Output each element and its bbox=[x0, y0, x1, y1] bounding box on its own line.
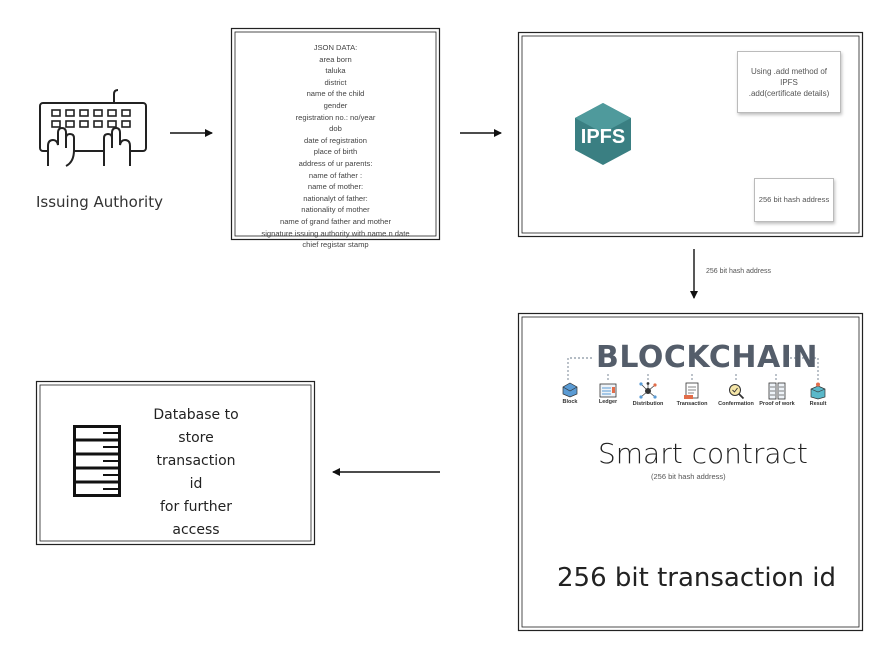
json-line: district bbox=[324, 77, 347, 87]
distribution-network-icon bbox=[639, 382, 657, 399]
blockchain-step-distribution: Distribution bbox=[628, 382, 668, 407]
blockchain-dashed-connectors bbox=[567, 357, 819, 380]
json-data-box: JSON DATA: area born taluka district nam… bbox=[230, 27, 441, 249]
json-line: name of father : bbox=[308, 170, 363, 180]
json-line: address of ur parents: bbox=[298, 158, 373, 168]
blockchain-step-confirmation: Confermation bbox=[716, 382, 756, 407]
transaction-id-label: 256 bit transaction id bbox=[557, 563, 836, 593]
blockchain-title: BLOCKCHAIN bbox=[596, 340, 818, 375]
blockchain-step-label: Confermation bbox=[718, 401, 754, 407]
magnifier-check-icon bbox=[729, 384, 745, 400]
ipfs-logo-icon: IPFS bbox=[575, 103, 631, 165]
json-line: nationality of mother bbox=[301, 205, 370, 215]
servers-icon bbox=[768, 382, 786, 400]
json-line: date of registration bbox=[304, 135, 367, 145]
database-description: Database to store transaction id for fur… bbox=[150, 404, 242, 542]
ipfs-add-method-box: Using .add method of IPFS .add(certifica… bbox=[737, 51, 841, 113]
json-field-list: JSON DATA: area born taluka district nam… bbox=[231, 42, 440, 251]
blockchain-step-label: Transaction bbox=[676, 401, 708, 407]
issuing-authority-label: Issuing Authority bbox=[36, 193, 163, 211]
blockchain-box bbox=[517, 312, 864, 632]
ipfs-method-line: .add(certificate details) bbox=[748, 89, 830, 98]
ipfs-hash-address-box: 256 bit hash address bbox=[754, 178, 834, 222]
json-line: dob bbox=[329, 124, 342, 134]
blockchain-step-proof-of-work: Proof of work bbox=[757, 382, 797, 407]
database-box bbox=[35, 380, 316, 546]
database-line: transaction id bbox=[156, 453, 236, 492]
smart-contract-title: Smart contract bbox=[598, 437, 808, 470]
connector-hash-label: 256 bit hash address bbox=[706, 268, 771, 275]
blockchain-step-label: Ledger bbox=[598, 399, 618, 405]
blockchain-step-transaction: Transaction bbox=[672, 382, 712, 407]
ipfs-method-line: IPFS bbox=[780, 78, 798, 87]
ipfs-logo-text: IPFS bbox=[581, 126, 625, 148]
smart-contract-subtitle: (256 bit hash address) bbox=[651, 472, 726, 481]
ipfs-hash-label: 256 bit hash address bbox=[758, 195, 830, 204]
json-line: name of grand father and mother bbox=[279, 216, 392, 226]
blockchain-step-block: Block bbox=[550, 382, 590, 405]
block-cube-icon bbox=[562, 382, 578, 398]
blockchain-step-result: Result bbox=[798, 382, 838, 407]
json-line: place of birth bbox=[313, 147, 358, 157]
json-line: area born bbox=[319, 54, 352, 64]
database-line: for further bbox=[160, 499, 232, 515]
json-line: name of mother: bbox=[307, 182, 364, 192]
result-box-icon bbox=[810, 382, 826, 400]
json-line: chief registar stamp bbox=[302, 240, 369, 250]
json-line: nationalyt of father: bbox=[303, 193, 368, 203]
json-line: signature issuing authority with name n … bbox=[261, 228, 410, 238]
ipfs-box: IPFS Using .add method of IPFS .add(cert… bbox=[517, 31, 864, 238]
database-line: access bbox=[172, 522, 220, 538]
blockchain-step-label: Proof of work bbox=[759, 401, 795, 407]
filing-cabinet-icon bbox=[73, 425, 121, 497]
database-line: Database to bbox=[153, 407, 239, 423]
blockchain-step-ledger: Ledger bbox=[588, 382, 628, 405]
blockchain-step-label: Result bbox=[809, 401, 827, 407]
json-line: name of the child bbox=[306, 89, 365, 99]
ledger-icon bbox=[599, 383, 617, 398]
json-line: taluka bbox=[325, 66, 346, 76]
transaction-document-icon bbox=[684, 382, 699, 399]
json-line: gender bbox=[323, 100, 348, 110]
json-line: registration no.: no/year bbox=[295, 112, 376, 122]
ipfs-method-line: Using .add method of bbox=[750, 67, 828, 76]
blockchain-step-label: Distribution bbox=[632, 401, 664, 407]
blockchain-step-label: Block bbox=[562, 399, 578, 405]
database-line: store bbox=[178, 430, 214, 446]
keyboard-typing-icon bbox=[39, 89, 147, 167]
json-line: JSON DATA: bbox=[313, 43, 358, 52]
